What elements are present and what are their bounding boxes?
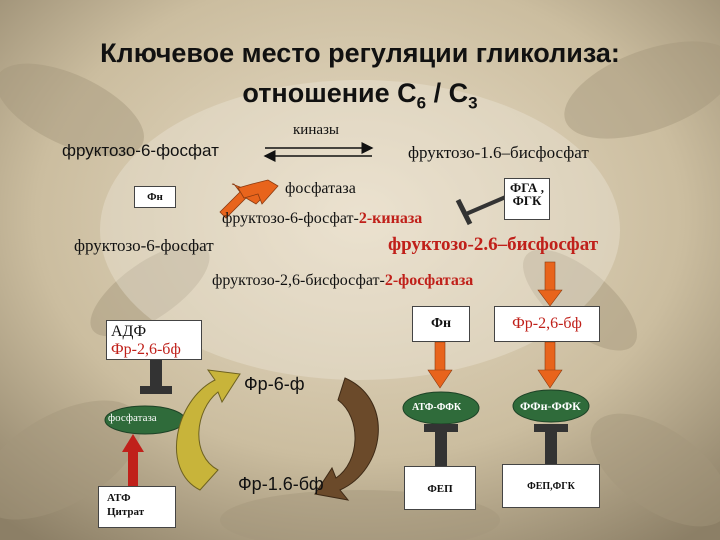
f6p-label: фруктозо-6-фосфат [62, 141, 219, 160]
atp-citrate-arrow [122, 434, 144, 486]
title-line-2: отношение С6 / С3 [0, 76, 720, 120]
fga-fgk-box: ФГА , ФГК [504, 178, 550, 220]
f26bp-label: фруктозо-2.6–бисфосфат [388, 234, 599, 255]
f26bp-down-arrow [537, 261, 563, 307]
f26bp-phosphatase-label: фруктозо-2,6-бисфосфат-2-фосфатаза [212, 272, 473, 290]
f26bp-to-pfk-arrow [537, 341, 563, 389]
kinase-arrow [237, 179, 279, 205]
fep-box: ФЕП [404, 466, 476, 510]
atp-citrate-line-2: Цитрат [107, 506, 145, 518]
phosphatase-label: фосфатаза [285, 180, 356, 197]
title-line-2-prefix: отношение С [242, 78, 417, 108]
atp-citrate-line-1: АТФ [107, 492, 131, 504]
cycle-arrow-down [314, 377, 379, 501]
fr6f-label: Фр-6-ф [244, 374, 305, 394]
title-line-2-mid: / С [426, 78, 469, 108]
f6p-kinase-label: фруктозо-6-фосфат-2-киназа [222, 210, 422, 228]
adp-line-1: АДФ [111, 323, 147, 340]
f6p-label-2: фруктозо-6-фосфат [74, 236, 214, 255]
adp-box: АДФ Фр-2,6-бф [106, 320, 202, 360]
pn-pfk-label: ФФн-ФФК [520, 399, 581, 413]
f26bp-phosphatase-suffix: 2-фосфатаза [384, 272, 474, 289]
f6p-kinase-suffix: 2-киназа [358, 210, 423, 227]
pn-pfk-oval [512, 389, 590, 423]
atp-pfk-label: АТФ-ФФК [412, 402, 462, 413]
fep-inhibition-bar [424, 424, 458, 466]
f6p-kinase-prefix: фруктозо-6-фосфат- [222, 210, 359, 227]
fep-fgk-inhibition-bar [534, 424, 568, 464]
title-line-1: Ключевое место регуляции гликолиза: [100, 38, 620, 68]
pn-to-atp-pfk-arrow [427, 341, 453, 389]
f26bp-box: Фр-2,6-бф [494, 306, 600, 342]
fga-inhibition-line [455, 194, 509, 226]
phosphatase-oval-label: фосфатаза [108, 412, 157, 424]
atp-citrate-box: АТФ Цитрат [98, 486, 176, 528]
pn-box-2: Фн [412, 306, 470, 342]
title-subscript-6: 6 [416, 93, 427, 113]
pn-box: Фн [134, 186, 176, 208]
title-subscript-3: 3 [468, 93, 478, 113]
cycle-arrow-up [176, 369, 241, 491]
kinases-label: киназы [293, 122, 340, 138]
adp-line-2: Фр-2,6-бф [111, 341, 181, 358]
fep-fgk-box: ФЕП,ФГК [502, 464, 600, 508]
adp-inhibition-bar [140, 360, 172, 394]
f26bp-phosphatase-prefix: фруктозо-2,6-бисфосфат- [212, 272, 385, 289]
fr16bf-label: Фр-1.6-бф [238, 474, 324, 494]
f16bp-label: фруктозо-1.6–бисфосфат [408, 143, 589, 162]
